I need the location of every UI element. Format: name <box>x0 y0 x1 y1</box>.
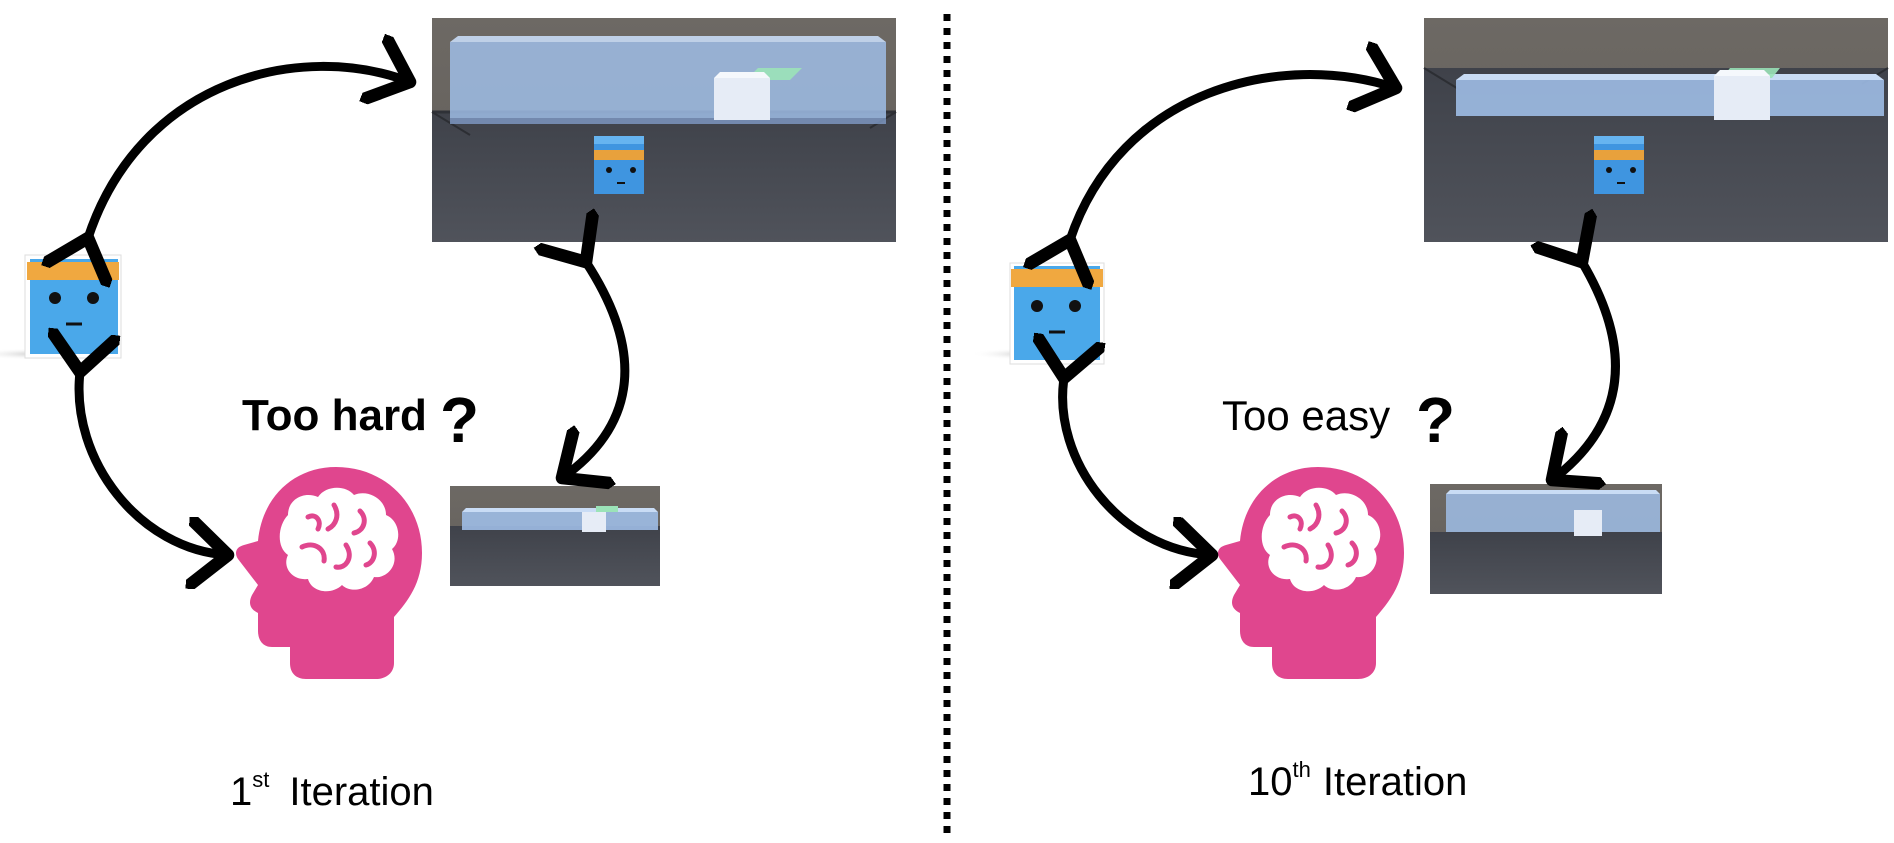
question-mark-icon: ? <box>440 384 479 456</box>
agent-cube-icon <box>0 254 122 360</box>
question-mark-icon: ? <box>1416 384 1455 456</box>
iteration-number: 1 <box>230 770 252 814</box>
iteration-word: Iteration <box>289 770 434 814</box>
cycle-arrow-icon <box>1063 75 1620 555</box>
cycle-arrow-icon <box>79 66 630 555</box>
brain-head-icon <box>1218 467 1404 679</box>
question-caption: Too hard <box>242 391 427 440</box>
right-panel: Too easy ? 10th Iteration <box>970 18 1889 804</box>
iteration-suffix: st <box>252 767 269 792</box>
environment-scene-small-icon <box>450 486 660 586</box>
environment-scene-icon <box>1423 18 1889 242</box>
question-caption: Too easy <box>1222 392 1390 439</box>
environment-scene-small-icon <box>1430 484 1662 594</box>
iteration-number: 10 <box>1248 760 1293 804</box>
brain-head-icon <box>236 467 422 679</box>
left-panel: Too hard ? 1st Iteration <box>0 18 897 814</box>
environment-scene-icon <box>431 18 897 242</box>
agent-cube-icon <box>970 262 1105 365</box>
iteration-label: 1st Iteration <box>230 767 434 814</box>
iteration-label: 10th Iteration <box>1248 757 1467 804</box>
iteration-word: Iteration <box>1323 760 1468 804</box>
iteration-suffix: th <box>1293 757 1311 782</box>
